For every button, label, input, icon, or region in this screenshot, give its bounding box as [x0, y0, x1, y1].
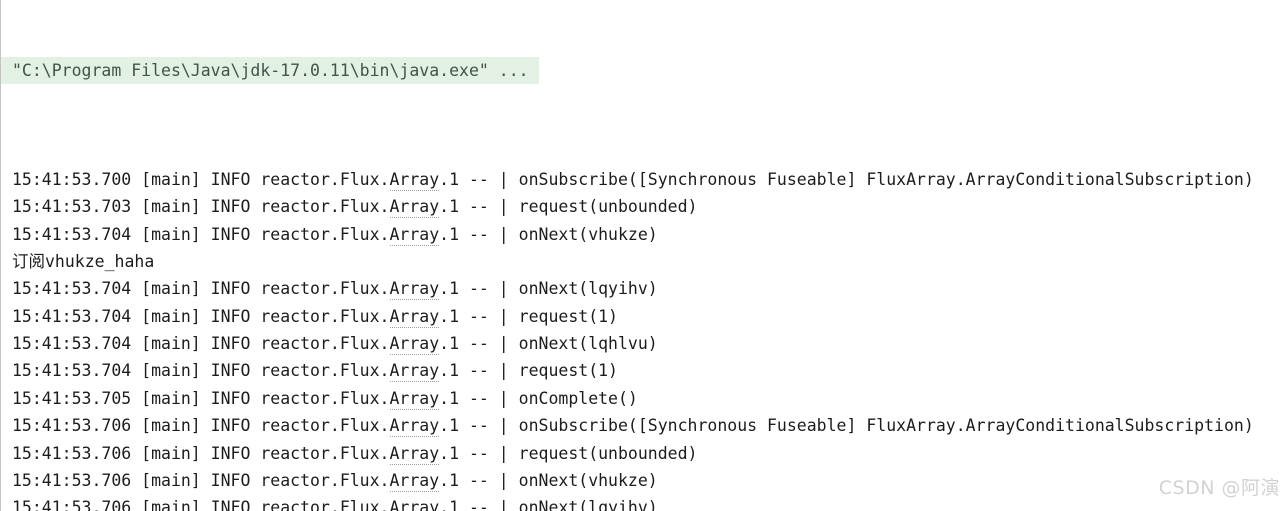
log-logger-typo-word: Array — [389, 224, 440, 246]
console-log-line: 15:41:53.706 [main] INFO reactor.Flux.Ar… — [1, 412, 1286, 439]
console-log-line: 15:41:53.700 [main] INFO reactor.Flux.Ar… — [1, 166, 1286, 193]
log-prefix: 15:41:53.706 [main] INFO reactor.Flux. — [12, 416, 390, 436]
log-prefix: 15:41:53.700 [main] INFO reactor.Flux. — [12, 170, 390, 190]
console-plain-line: 订阅vhukze_haha — [1, 248, 1286, 275]
console-log-line: 15:41:53.705 [main] INFO reactor.Flux.Ar… — [1, 385, 1286, 412]
log-message: onSubscribe([Synchronous Fuseable] FluxA… — [518, 170, 1254, 190]
log-prefix: 15:41:53.704 [main] INFO reactor.Flux. — [12, 224, 390, 244]
log-logger-typo-word: Array — [389, 498, 440, 511]
log-suffix: .1 -- | — [439, 224, 519, 244]
log-logger-typo-word: Array — [389, 443, 440, 465]
console-log-line: 15:41:53.704 [main] INFO reactor.Flux.Ar… — [1, 275, 1286, 302]
log-message: request(unbounded) — [518, 443, 698, 463]
log-suffix: .1 -- | — [439, 306, 519, 326]
log-message: onNext(vhukze) — [518, 224, 658, 244]
run-command-text: "C:\Program Files\Java\jdk-17.0.11\bin\j… — [1, 56, 539, 84]
log-suffix: .1 -- | — [439, 498, 519, 511]
log-logger-typo-word: Array — [389, 388, 440, 410]
log-prefix: 15:41:53.705 [main] INFO reactor.Flux. — [12, 388, 390, 408]
log-message: onSubscribe([Synchronous Fuseable] FluxA… — [518, 416, 1254, 436]
console-log-line: 15:41:53.706 [main] INFO reactor.Flux.Ar… — [1, 467, 1286, 494]
log-logger-typo-word: Array — [389, 470, 440, 492]
log-suffix: .1 -- | — [439, 334, 519, 354]
log-suffix: .1 -- | — [439, 279, 519, 299]
console-log-line: 15:41:53.704 [main] INFO reactor.Flux.Ar… — [1, 357, 1286, 384]
console-log-line: 15:41:53.704 [main] INFO reactor.Flux.Ar… — [1, 330, 1286, 357]
console-log-line: 15:41:53.706 [main] INFO reactor.Flux.Ar… — [1, 440, 1286, 467]
run-command-line: "C:\Program Files\Java\jdk-17.0.11\bin\j… — [1, 56, 1286, 84]
log-message: 订阅vhukze_haha — [12, 252, 155, 272]
log-message: onNext(lqyihv) — [518, 498, 658, 511]
log-suffix: .1 -- | — [439, 416, 519, 436]
log-message: onNext(vhukze) — [518, 470, 658, 490]
log-suffix: .1 -- | — [439, 470, 519, 490]
log-suffix: .1 -- | — [439, 197, 519, 217]
log-suffix: .1 -- | — [439, 361, 519, 381]
watermark: CSDN @阿演 — [1158, 476, 1280, 499]
log-message: request(1) — [518, 306, 618, 326]
log-logger-typo-word: Array — [389, 279, 440, 301]
log-message: request(1) — [518, 361, 618, 381]
console-log-line: 15:41:53.703 [main] INFO reactor.Flux.Ar… — [1, 193, 1286, 220]
log-logger-typo-word: Array — [389, 197, 440, 219]
log-logger-typo-word: Array — [389, 306, 440, 328]
console-lines: 15:41:53.700 [main] INFO reactor.Flux.Ar… — [1, 166, 1286, 511]
log-message: onNext(lqyihv) — [518, 279, 658, 299]
log-prefix: 15:41:53.704 [main] INFO reactor.Flux. — [12, 279, 390, 299]
log-suffix: .1 -- | — [439, 170, 519, 190]
log-suffix: .1 -- | — [439, 388, 519, 408]
log-prefix: 15:41:53.704 [main] INFO reactor.Flux. — [12, 334, 390, 354]
log-prefix: 15:41:53.706 [main] INFO reactor.Flux. — [12, 470, 390, 490]
console-log-line: 15:41:53.704 [main] INFO reactor.Flux.Ar… — [1, 221, 1286, 248]
console-log-line: 15:41:53.704 [main] INFO reactor.Flux.Ar… — [1, 303, 1286, 330]
log-logger-typo-word: Array — [389, 416, 440, 438]
log-prefix: 15:41:53.704 [main] INFO reactor.Flux. — [12, 361, 390, 381]
log-message: onNext(lqhlvu) — [518, 334, 658, 354]
log-prefix: 15:41:53.704 [main] INFO reactor.Flux. — [12, 306, 390, 326]
console-log-line: 15:41:53.706 [main] INFO reactor.Flux.Ar… — [1, 494, 1286, 511]
log-logger-typo-word: Array — [389, 361, 440, 383]
log-logger-typo-word: Array — [389, 334, 440, 356]
log-message: onComplete() — [518, 388, 638, 408]
log-prefix: 15:41:53.706 [main] INFO reactor.Flux. — [12, 498, 390, 511]
log-logger-typo-word: Array — [389, 170, 440, 192]
log-prefix: 15:41:53.703 [main] INFO reactor.Flux. — [12, 197, 390, 217]
log-prefix: 15:41:53.706 [main] INFO reactor.Flux. — [12, 443, 390, 463]
log-message: request(unbounded) — [518, 197, 698, 217]
log-suffix: .1 -- | — [439, 443, 519, 463]
